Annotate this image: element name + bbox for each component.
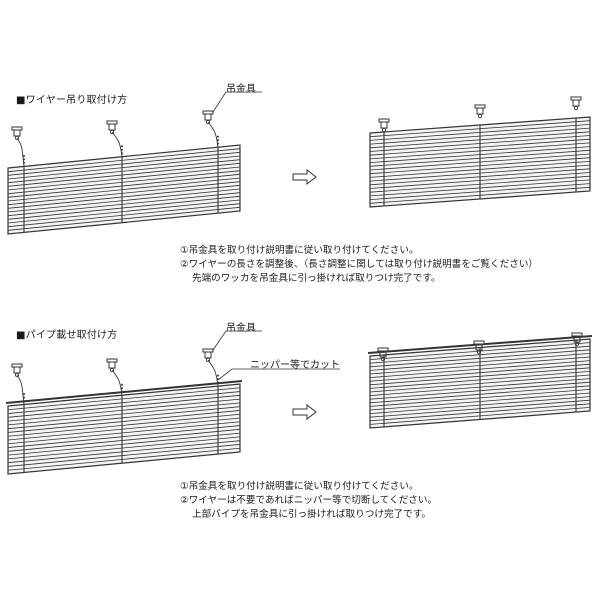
slat-line bbox=[7, 177, 241, 202]
hanging-bracket-icon bbox=[377, 347, 389, 361]
slat-line bbox=[7, 398, 241, 422]
slat-line bbox=[7, 181, 241, 206]
slat-line bbox=[7, 159, 241, 184]
slat-line bbox=[7, 199, 241, 224]
section2-before-illustration bbox=[5, 330, 340, 475]
section2-bracket-label: 吊金具 bbox=[226, 323, 256, 334]
section2-cut-label: ニッパー等でカット bbox=[250, 360, 340, 371]
section1-instruction-1: ①吊金具を取り付け説明書に従い取り付けてください。 bbox=[180, 245, 419, 256]
section1-instruction-3: 先端のワッカを吊金具に引っ掛ければ取りつけ完了です。 bbox=[192, 273, 441, 284]
hanging-bracket-icon bbox=[11, 363, 23, 377]
slat-line bbox=[7, 184, 241, 209]
hanging-bracket-icon bbox=[474, 104, 486, 119]
section1-instruction-2: ②ワイヤーの長さを調整後、（長さ調整に関しては取り付け説明書をご覧ください） bbox=[180, 259, 539, 270]
section1-bracket-label: 吊金具 bbox=[226, 84, 256, 95]
slat-line bbox=[7, 148, 241, 173]
hanging-bracket-icon bbox=[202, 110, 214, 125]
blind-body bbox=[5, 380, 243, 475]
slat-line bbox=[7, 170, 241, 195]
callout-leader bbox=[217, 368, 340, 381]
arrow-right-icon bbox=[292, 168, 317, 186]
slat-line bbox=[7, 428, 241, 452]
callout-leader bbox=[212, 91, 262, 113]
slat-line bbox=[7, 421, 241, 445]
slat-line bbox=[7, 391, 241, 414]
slat-line bbox=[7, 173, 241, 198]
section2-instruction-2: ②ワイヤーは不要であればニッパー等で切断してください。 bbox=[180, 495, 438, 506]
hanging-wire bbox=[111, 369, 123, 396]
hanging-bracket-icon bbox=[106, 120, 118, 134]
section1-after-illustration bbox=[369, 96, 591, 208]
slat-line bbox=[7, 206, 241, 231]
section2-after-illustration bbox=[367, 332, 593, 429]
hanging-wire bbox=[16, 137, 25, 167]
blind-body bbox=[369, 116, 591, 208]
top-pipe bbox=[5, 380, 243, 404]
slat-line bbox=[7, 192, 241, 217]
hanging-bracket-icon bbox=[570, 96, 582, 111]
section1-instructions: ①吊金具を取り付け説明書に従い取り付けてください。 ②ワイヤーの長さを調整後、（… bbox=[180, 244, 538, 286]
slat-line bbox=[7, 432, 241, 456]
section2-instructions: ①吊金具を取り付け説明書に従い取り付けてください。 ②ワイヤーは不要であればニッ… bbox=[180, 480, 437, 522]
slat-line bbox=[7, 440, 241, 464]
arrow-right-icon bbox=[292, 403, 317, 421]
slat-line bbox=[7, 387, 241, 411]
slat-line bbox=[7, 406, 241, 430]
slat-line bbox=[7, 155, 241, 180]
slat-line bbox=[7, 402, 241, 426]
hanging-bracket-icon bbox=[378, 118, 390, 132]
section1-before-illustration bbox=[7, 91, 262, 235]
hanging-wire bbox=[16, 374, 25, 405]
slat-line bbox=[7, 203, 241, 228]
slat-line bbox=[7, 425, 241, 448]
hanging-bracket-icon bbox=[202, 348, 214, 362]
hanging-bracket-icon bbox=[571, 332, 583, 346]
section2-instruction-1: ①吊金具を取り付け説明書に従い取り付けてください。 bbox=[180, 481, 419, 492]
section2-instruction-3: 上部パイプを吊金具に引っ掛ければ取りつけ完了です。 bbox=[192, 509, 431, 520]
slat-line bbox=[7, 436, 241, 460]
slat-line bbox=[7, 417, 241, 441]
slat-line bbox=[7, 410, 241, 433]
slat-line bbox=[7, 444, 241, 467]
slat-line bbox=[7, 394, 241, 418]
hanging-bracket-icon bbox=[106, 358, 118, 372]
slat-line bbox=[7, 188, 241, 213]
section1-heading: ■ワイヤー吊り取付け方 bbox=[16, 95, 128, 106]
hanging-bracket-icon bbox=[473, 340, 485, 354]
slat-line bbox=[7, 195, 241, 220]
hanging-wire bbox=[207, 359, 219, 387]
slat-line bbox=[7, 162, 241, 187]
slat-line bbox=[7, 151, 241, 176]
slat-line bbox=[7, 166, 241, 191]
blind-body bbox=[7, 144, 241, 235]
slat-line bbox=[7, 413, 241, 437]
hanging-bracket-icon bbox=[11, 126, 23, 140]
hanging-wire bbox=[111, 131, 123, 157]
hanging-wire bbox=[207, 121, 219, 148]
section2-heading: ■パイプ載せ取付け方 bbox=[16, 330, 118, 341]
callout-leader bbox=[212, 330, 262, 351]
slat-line bbox=[7, 447, 241, 471]
